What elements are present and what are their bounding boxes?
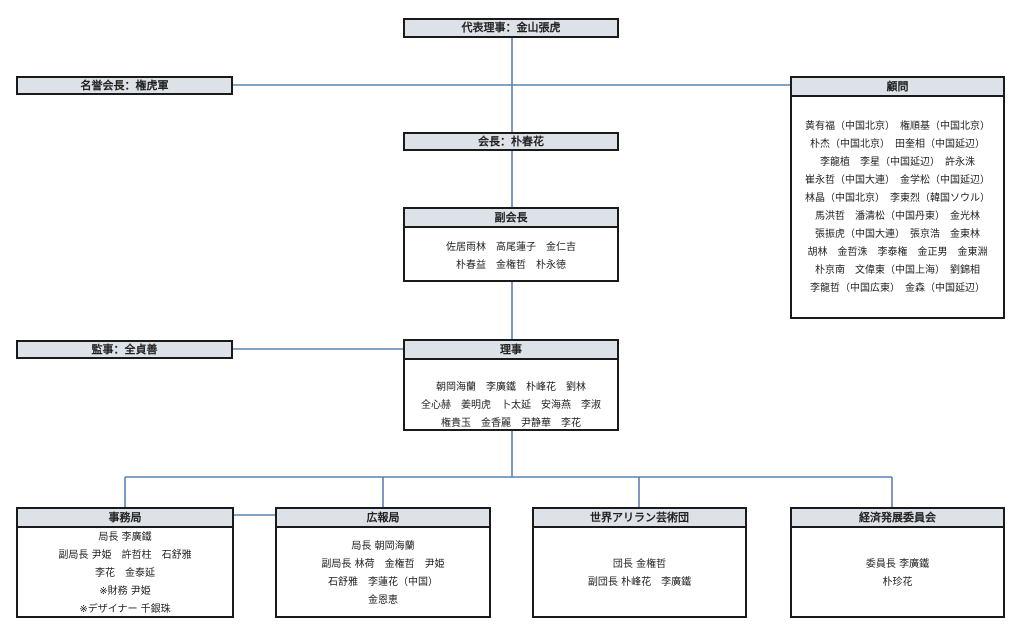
chairman-label: 会長：朴春花 bbox=[405, 134, 617, 149]
board-member-line: 権貴玉 金香麗 尹静華 李花 bbox=[441, 418, 581, 429]
advisors-list: 黄有福（中国北京） 権順基（中国北京） 朴杰（中国北京） 田奎相（中国延辺） 李… bbox=[792, 97, 1003, 298]
econ-committee-list: 委員長 李廣鐵 朴珍花 bbox=[792, 528, 1003, 592]
secretariat-line: 局長 李廣鐵 bbox=[98, 532, 152, 543]
econ-committee-line: 委員長 李廣鐵 bbox=[865, 559, 930, 570]
auditor-box: 監事：全貞善 bbox=[16, 340, 233, 359]
pr-bureau-line: 石舒雅 李蓮花（中国） bbox=[328, 577, 438, 588]
honorary-chair-label: 名誉会長：権虎軍 bbox=[18, 78, 231, 93]
auditor-label: 監事：全貞善 bbox=[18, 342, 231, 357]
pr-bureau-box: 広報局 局長 朝岡海蘭 副局長 林荷 金権哲 尹姫 石舒雅 李蓮花（中国） 金恩… bbox=[275, 507, 491, 618]
board-member-line: 朝岡海蘭 李廣鐵 朴峰花 劉林 bbox=[436, 382, 586, 393]
advisor-line: 胡林 金哲洙 李泰権 金正男 金東淵 bbox=[807, 247, 988, 258]
vice-chair-line: 朴春益 金権哲 朴永徳 bbox=[456, 260, 566, 271]
advisor-line: 張振虎（中国大連） 張京浩 金東林 bbox=[815, 229, 980, 240]
representative-box: 代表理事：金山張虎 bbox=[403, 18, 619, 38]
secretariat-line: 副局長 尹姫 許哲柱 石舒雅 bbox=[58, 550, 192, 561]
advisor-line: 崔永哲（中国大連） 金学松（中国延辺） bbox=[805, 175, 990, 186]
vice-chair-title: 副会長 bbox=[405, 209, 617, 228]
honorary-chair-box: 名誉会長：権虎軍 bbox=[16, 76, 233, 95]
arts-troupe-line: 団長 金権哲 bbox=[612, 559, 667, 570]
secretariat-line: ※財務 尹姫 bbox=[99, 586, 151, 597]
pr-bureau-line: 局長 朝岡海蘭 bbox=[351, 541, 415, 552]
board-box: 理事 朝岡海蘭 李廣鐵 朴峰花 劉林 全心赫 姜明虎 卜太延 安海燕 李淑 権貴… bbox=[403, 339, 619, 431]
pr-bureau-line: 副局長 林荷 金権哲 尹姫 bbox=[321, 559, 445, 570]
advisors-box: 顧問 黄有福（中国北京） 権順基（中国北京） 朴杰（中国北京） 田奎相（中国延辺… bbox=[790, 76, 1005, 319]
advisors-title: 顧問 bbox=[792, 78, 1003, 97]
vice-chair-box: 副会長 佐居雨林 高尾蓮子 金仁吉 朴春益 金権哲 朴永徳 bbox=[403, 207, 619, 282]
secretariat-title: 事務局 bbox=[18, 509, 232, 528]
representative-label: 代表理事：金山張虎 bbox=[405, 20, 617, 36]
advisor-line: 林晶（中国北京） 李東烈（韓国ソウル） bbox=[805, 193, 990, 204]
board-list: 朝岡海蘭 李廣鐵 朴峰花 劉林 全心赫 姜明虎 卜太延 安海燕 李淑 権貴玉 金… bbox=[405, 360, 617, 433]
pr-bureau-line: 金恩恵 bbox=[368, 595, 398, 606]
econ-committee-line: 朴珍花 bbox=[882, 577, 913, 588]
board-title: 理事 bbox=[405, 341, 617, 360]
pr-bureau-list: 局長 朝岡海蘭 副局長 林荷 金権哲 尹姫 石舒雅 李蓮花（中国） 金恩恵 bbox=[277, 528, 489, 610]
secretariat-box: 事務局 局長 李廣鐵 副局長 尹姫 許哲柱 石舒雅 李花 金泰延 ※財務 尹姫 … bbox=[16, 507, 234, 618]
advisor-line: 馬洪哲 潘清松（中国丹東） 金光林 bbox=[815, 211, 980, 222]
econ-committee-title: 経済発展委員会 bbox=[792, 509, 1003, 528]
secretariat-line: ※デザイナー 千銀珠 bbox=[79, 604, 171, 615]
chairman-box: 会長：朴春花 bbox=[403, 132, 619, 151]
secretariat-line: 李花 金泰延 bbox=[95, 568, 155, 579]
advisor-line: 李龍植 李星（中国延辺） 許永洙 bbox=[820, 157, 975, 168]
econ-committee-box: 経済発展委員会 委員長 李廣鐵 朴珍花 bbox=[790, 507, 1005, 618]
vice-chair-list: 佐居雨林 高尾蓮子 金仁吉 朴春益 金権哲 朴永徳 bbox=[405, 228, 617, 275]
arts-troupe-list: 団長 金権哲 副団長 朴峰花 李廣鐵 bbox=[534, 528, 745, 592]
pr-bureau-title: 広報局 bbox=[277, 509, 489, 528]
advisor-line: 黄有福（中国北京） 権順基（中国北京） bbox=[805, 121, 990, 132]
vice-chair-line: 佐居雨林 高尾蓮子 金仁吉 bbox=[446, 242, 576, 253]
advisor-line: 李龍哲（中国広東） 金森（中国延辺） bbox=[810, 283, 985, 294]
advisor-line: 朴杰（中国北京） 田奎相（中国延辺） bbox=[810, 139, 985, 150]
arts-troupe-line: 副団長 朴峰花 李廣鐵 bbox=[587, 577, 692, 588]
secretariat-list: 局長 李廣鐵 副局長 尹姫 許哲柱 石舒雅 李花 金泰延 ※財務 尹姫 ※デザイ… bbox=[18, 528, 232, 619]
board-member-line: 全心赫 姜明虎 卜太延 安海燕 李淑 bbox=[421, 400, 601, 411]
arts-troupe-title: 世界アリラン芸術団 bbox=[534, 509, 745, 528]
arts-troupe-box: 世界アリラン芸術団 団長 金権哲 副団長 朴峰花 李廣鐵 bbox=[532, 507, 747, 618]
advisor-line: 朴京南 文偉東（中国上海） 劉錦相 bbox=[815, 265, 980, 276]
